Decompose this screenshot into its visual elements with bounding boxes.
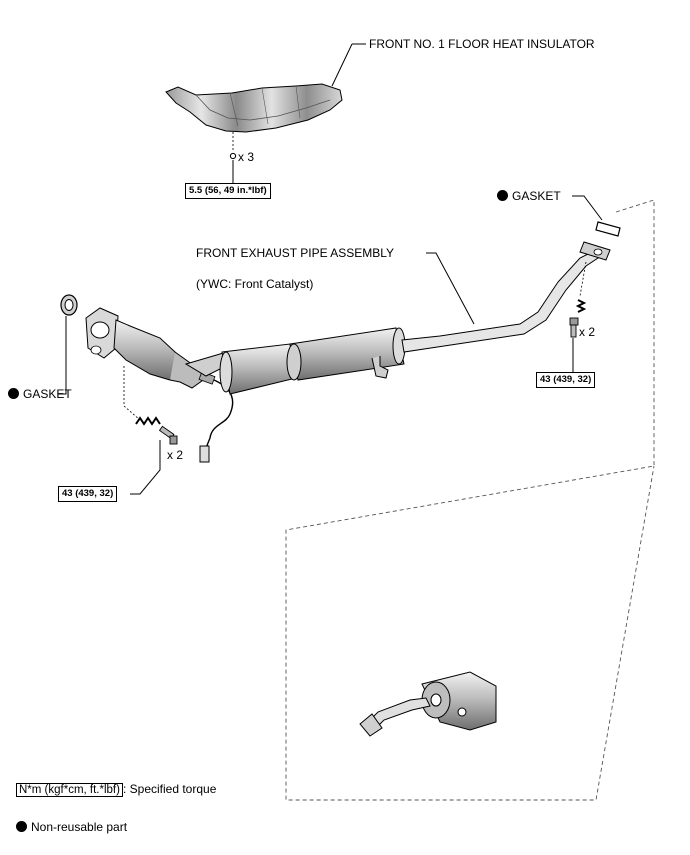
heat-insulator-label: FRONT NO. 1 FLOOR HEAT INSULATOR: [369, 37, 595, 51]
rear-bolt-icon: [569, 317, 579, 338]
front-catalyst-note: (YWC: Front Catalyst): [196, 277, 314, 291]
front-catalyst: [85, 307, 207, 389]
rear-gasket-label: GASKET: [497, 189, 561, 203]
insulator-bolt-qty: x 3: [238, 150, 255, 164]
non-reusable-legend: Non-reusable part: [16, 820, 127, 834]
rear-flange-torque: 43 (439, 32): [536, 372, 596, 388]
non-reusable-dot-icon: [8, 388, 19, 399]
front-bolt-icon: [158, 425, 178, 445]
rear-gasket-icon: [595, 221, 621, 237]
non-reusable-dot-icon: [497, 190, 508, 201]
insulator-torque: 5.5 (56, 49 in.*lbf): [185, 183, 271, 199]
insulator-bolt-icon: [229, 152, 237, 160]
rear-bolt-qty: x 2: [579, 325, 596, 339]
front-exhaust-pipe-label: FRONT EXHAUST PIPE ASSEMBLY: [196, 246, 395, 260]
non-reusable-dot-icon: [16, 821, 27, 832]
front-bolt-qty: x 2: [167, 448, 184, 462]
torque-format-box: N*m (kgf*cm, ft.*lbf): [16, 783, 123, 797]
front-spring-icon: [135, 416, 161, 426]
torque-legend: N*m (kgf*cm, ft.*lbf): Specified torque: [16, 782, 216, 797]
rear-muffler: [359, 671, 497, 737]
front-exhaust-pipe-assembly: [184, 241, 611, 395]
front-flange-torque: 43 (439, 32): [58, 486, 118, 502]
rear-spring-icon: [575, 299, 587, 313]
heat-insulator: [165, 83, 343, 133]
front-gasket-icon: [60, 294, 78, 316]
rear-connection-outline: [285, 199, 655, 801]
front-gasket-label: GASKET: [8, 387, 72, 401]
